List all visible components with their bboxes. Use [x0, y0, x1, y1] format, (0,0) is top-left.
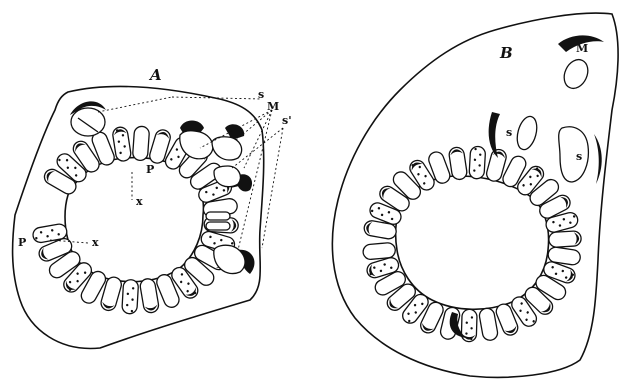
- panel-b-ring-cell: [469, 146, 486, 179]
- annotation-p-top: P: [146, 163, 154, 176]
- panel-a: A s s' M P P x x: [13, 66, 292, 348]
- annotation-x-left: x: [92, 236, 99, 249]
- annotation-s-prime: s': [282, 114, 292, 127]
- panel-b-ring-cell: [548, 231, 581, 248]
- annotation-b-m: M: [576, 42, 588, 55]
- panel-b-ring-cell: [363, 242, 396, 260]
- annotation-s: s: [258, 88, 264, 101]
- annotation-m: M: [267, 100, 279, 113]
- annotation-p-left: P: [18, 236, 26, 249]
- annotation-x-top: x: [136, 195, 143, 208]
- panel-a-ring-cell: [132, 126, 149, 161]
- panel-a-label: A: [148, 66, 162, 84]
- panel-a-ring-cell: [122, 279, 139, 314]
- annotation-b-s-right: s: [576, 150, 582, 163]
- panel-b-ring-cell: [448, 146, 468, 180]
- annotation-b-s-left: s: [506, 126, 512, 139]
- panel-b-label: B: [499, 44, 513, 62]
- panel-b: B M s s: [332, 13, 618, 377]
